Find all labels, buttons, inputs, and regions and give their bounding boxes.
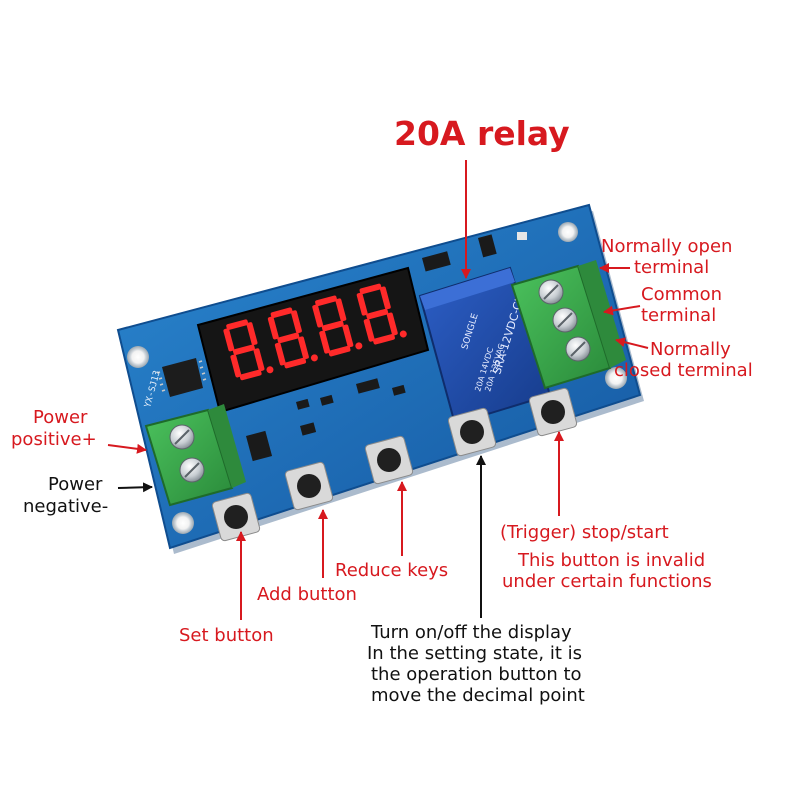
label-normally-closed-2: closed terminal xyxy=(614,360,753,381)
label-display-4: move the decimal point xyxy=(371,685,585,706)
relay-terminal-block xyxy=(510,260,626,390)
label-display-2: In the setting state, it is xyxy=(367,643,583,664)
ic-chip xyxy=(156,358,207,397)
arrow-normally-closed xyxy=(615,337,649,349)
display-segment xyxy=(270,307,293,319)
label-normally-closed-1: Normally xyxy=(650,339,731,360)
mounting-hole xyxy=(558,222,578,242)
label-trigger-2: This button is invalid xyxy=(518,550,706,571)
display-segment xyxy=(239,369,262,381)
display-segment xyxy=(274,342,286,366)
label-set-button: Set button xyxy=(179,625,274,646)
display-segment xyxy=(230,354,242,378)
display-segment xyxy=(315,295,338,307)
display-segment xyxy=(356,292,368,316)
display-segment xyxy=(328,345,351,357)
label-trigger-3: under certain functions xyxy=(502,571,712,592)
button-trigger xyxy=(528,387,578,437)
label-power-negative-1: Power xyxy=(48,474,103,495)
arrow-power-positive xyxy=(107,443,147,454)
display-segment xyxy=(373,333,395,345)
display-segment xyxy=(226,319,249,330)
display-segment xyxy=(312,304,324,328)
label-reduce-keys: Reduce keys xyxy=(335,560,449,581)
display-segment xyxy=(342,324,354,348)
annotation-arrows xyxy=(107,160,649,620)
button-reduce xyxy=(364,435,414,485)
display-segment xyxy=(366,308,389,320)
relay-title: 20A relay xyxy=(394,114,570,153)
display-segment xyxy=(284,357,307,369)
label-trigger-1: (Trigger) stop/start xyxy=(500,522,669,543)
label-power-positive-2: positive+ xyxy=(11,429,97,450)
display-segment xyxy=(359,283,382,295)
arrow-power-negative xyxy=(117,482,153,493)
display-segment xyxy=(232,344,255,356)
mounting-hole xyxy=(605,367,627,389)
arrow-common xyxy=(603,305,641,316)
button-add xyxy=(284,461,334,511)
display-segment xyxy=(319,330,331,354)
display-segment xyxy=(223,328,235,352)
label-power-negative-2: negative- xyxy=(23,496,109,517)
display-segment xyxy=(277,332,300,344)
smd-components xyxy=(246,232,527,462)
display-decimal-point xyxy=(266,366,274,374)
display-segment xyxy=(246,322,258,346)
label-common-1: Common xyxy=(641,284,723,305)
display-segment xyxy=(321,320,344,332)
button-set xyxy=(211,492,261,542)
relay: SRA-12VDC-CL SONGLE 20A 14VDC 20A 125VAC xyxy=(418,266,552,426)
label-power-positive-1: Power xyxy=(33,407,88,428)
display-segment xyxy=(363,318,375,342)
seven-segment-display xyxy=(196,266,430,414)
label-normally-open-2: terminal xyxy=(634,257,710,278)
display-decimal-point xyxy=(399,330,407,338)
display-decimal-point xyxy=(310,354,318,362)
display-segment xyxy=(386,312,398,336)
label-common-2: terminal xyxy=(641,305,717,326)
display-segment xyxy=(267,316,279,340)
display-segment xyxy=(253,348,265,372)
mounting-hole xyxy=(172,512,194,534)
display-segment xyxy=(335,298,347,322)
button-display xyxy=(447,407,497,457)
label-display-3: the operation button to xyxy=(371,664,582,685)
label-add-button: Add button xyxy=(257,584,357,605)
display-segment xyxy=(298,336,309,360)
label-display-1: Turn on/off the display xyxy=(371,622,572,643)
label-normally-open-1: Normally open xyxy=(601,236,733,257)
display-segment xyxy=(291,310,302,334)
power-terminal-block xyxy=(144,404,246,507)
display-decimal-point xyxy=(355,342,363,350)
mounting-hole xyxy=(127,346,149,368)
display-segment xyxy=(379,286,391,310)
